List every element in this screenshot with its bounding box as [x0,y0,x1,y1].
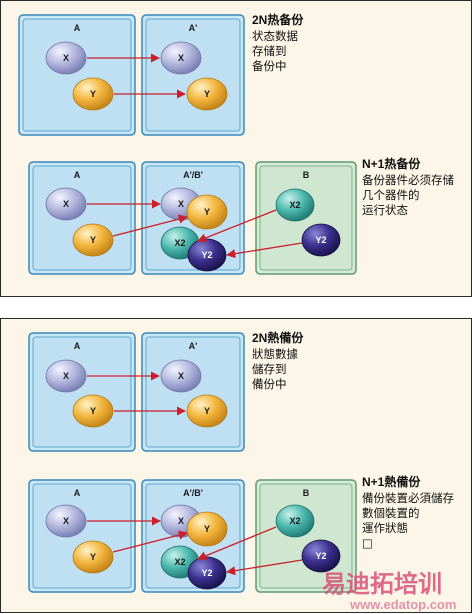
svg-text:Y: Y [90,552,96,562]
box-label: A' [189,341,198,351]
note-line: 存储到 [252,44,287,58]
note-line: 状态数据 [252,29,298,43]
node-y: Y [72,223,114,257]
node-x: X [45,187,87,221]
arrow-y-to-backup [112,214,188,237]
box-label: B [303,170,310,180]
note-title: N+1熱備份 [362,474,421,489]
watermark-text: 易迪拓培训 [322,570,442,598]
box-a-b-prime-n1: A'/B' X Y X2 Y2 [141,161,245,275]
node-x: X [45,41,87,75]
node-y2: Y2 [187,556,227,590]
node-y: Y [186,77,228,111]
arrow-y2-to-backup [226,559,303,576]
svg-text:X: X [178,516,184,526]
svg-text:Y: Y [90,235,96,245]
box-label: A [74,23,81,33]
box-a-prime-2n: A' X Y [141,14,245,136]
node-y: Y [186,194,228,230]
svg-text:X: X [63,371,69,381]
svg-text:Y2: Y2 [201,568,212,578]
panel-simplified: A X Y A' X Y [0,0,472,297]
node-x: X [160,359,202,393]
svg-text:Y: Y [204,406,210,416]
note-line: 備份裝置必須儲存 [362,491,454,505]
node-x2: X2 [275,188,315,222]
note-line: 儲存到 [252,362,287,376]
note-line: □ [362,536,373,550]
svg-text:X: X [63,199,69,209]
note-title: 2N熱備份 [252,330,304,345]
note-2n: 2N熱備份 狀態數據 儲存到 備份中 [252,330,304,391]
svg-text:Y2: Y2 [315,235,326,245]
box-a-b-prime-n1: A'/B' X Y X2 Y2 [141,479,245,593]
note-n1: N+1熱備份 備份裝置必須儲存 數個裝置的 運作狀態 □ [362,474,454,550]
svg-text:X: X [178,371,184,381]
svg-text:X2: X2 [174,557,185,567]
box-a-2n: A X Y [28,332,136,452]
watermark: 易迪拓培训 www.edatop.com [322,570,456,612]
note-line: 几个器件的 [362,188,420,202]
note-line: 備份中 [252,377,287,391]
panel-traditional: A X Y A' X Y [0,318,472,613]
svg-text:Y: Y [204,89,210,99]
node-y2: Y2 [187,238,227,272]
svg-text:X: X [63,53,69,63]
svg-text:Y: Y [204,524,210,534]
box-label: A [74,488,81,498]
note-n1: N+1热备份 备份器件必须存储 几个器件的 运行状态 [362,156,454,217]
svg-text:X2: X2 [289,516,300,526]
note-title: 2N热备份 [252,12,304,27]
note-line: 狀態數據 [252,347,298,361]
note-2n: 2N热备份 状态数据 存储到 备份中 [252,12,304,73]
node-y: Y [186,394,228,428]
box-label: A'/B' [183,170,203,180]
note-title: N+1热备份 [362,156,421,171]
box-label: A [74,341,81,351]
node-x: X [160,41,202,75]
svg-text:Y: Y [90,406,96,416]
box-a-prime-2n: A' X Y [141,332,245,452]
note-line: 运行状态 [362,203,408,217]
arrow-x2-to-backup [197,526,277,561]
box-a-n1: A X Y [28,161,136,275]
watermark-url: www.edatop.com [349,597,456,612]
box-a-n1: A X Y [28,479,136,593]
node-x: X [45,504,87,538]
node-y: Y [72,77,114,111]
node-y2: Y2 [301,223,341,257]
svg-text:X2: X2 [174,238,185,248]
svg-text:Y2: Y2 [201,250,212,260]
svg-text:X2: X2 [289,200,300,210]
box-label: B [303,488,310,498]
node-y: Y [186,511,228,547]
box-a-2n: A X Y [18,14,136,136]
node-y: Y [72,394,114,428]
arrow-y-to-backup [112,530,188,553]
svg-text:Y: Y [90,89,96,99]
svg-text:Y: Y [204,207,210,217]
note-line: 數個裝置的 [362,506,420,520]
note-line: 運作狀態 [362,521,408,535]
node-y2: Y2 [301,539,341,573]
node-x: X [45,359,87,393]
box-label: A' [189,23,198,33]
arrow-x2-to-backup [197,209,277,243]
svg-text:X: X [178,199,184,209]
arrow-y2-to-backup [226,242,303,259]
note-line: 备份中 [252,59,287,73]
svg-text:X: X [63,516,69,526]
node-y: Y [72,540,114,574]
note-line: 备份器件必须存储 [362,173,454,187]
node-x2: X2 [275,504,315,538]
box-label: A'/B' [183,488,203,498]
box-b-n1: B X2 Y2 [255,161,357,275]
svg-text:X: X [178,53,184,63]
svg-text:Y2: Y2 [315,551,326,561]
box-label: A [74,170,81,180]
